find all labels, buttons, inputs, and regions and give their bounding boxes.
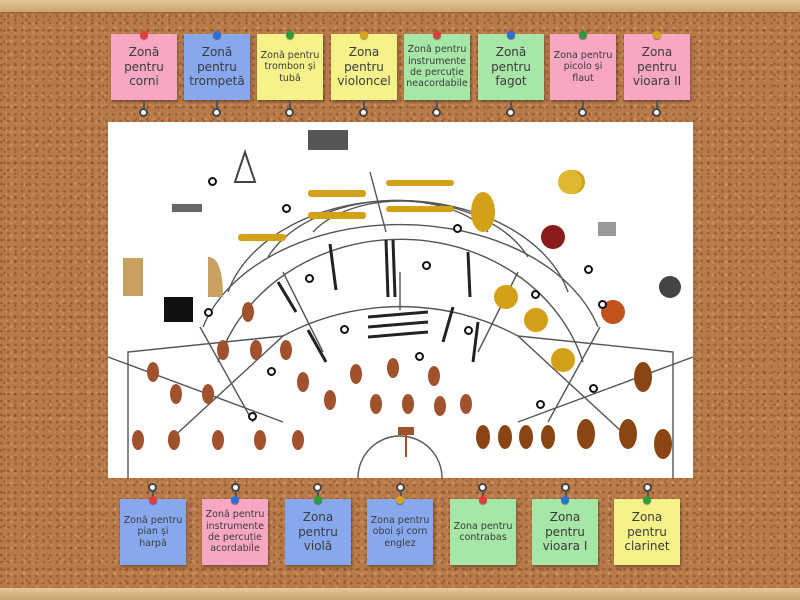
label-zona-vioara-i[interactable]: Zona pentru vioara I (532, 496, 598, 565)
label-text: Zonă pentru pian și harpă (123, 514, 183, 549)
drop-target-pin[interactable] (204, 308, 213, 317)
label-text: Zonă pentru instrumente de percuție neac… (406, 44, 468, 90)
drop-target-pin[interactable] (422, 261, 431, 270)
drop-target-pin[interactable] (267, 367, 276, 376)
label-zona-percutie-neacordabile[interactable]: Zonă pentru instrumente de percuție neac… (404, 31, 470, 100)
label-zona-clarinet[interactable]: Zona pentru clarinet (614, 496, 680, 565)
orchestra-seating-diagram (108, 122, 693, 478)
label-text: Zonă pentru fagot (491, 45, 531, 89)
drop-target-pin[interactable] (531, 290, 540, 299)
connector-stem (289, 100, 291, 110)
label-zona-picolo-flaut[interactable]: Zona pentru picolo și flaut (550, 31, 616, 100)
pushpin-icon (140, 31, 148, 39)
connector-pin (212, 108, 221, 117)
drop-target-pin[interactable] (340, 325, 349, 334)
pushpin-icon (286, 31, 294, 39)
label-text: Zona pentru vioara I (542, 510, 588, 554)
drop-target-pin[interactable] (208, 177, 217, 186)
board-frame-bottom (0, 588, 800, 600)
pushpin-icon (149, 496, 157, 504)
board-frame-top (0, 0, 800, 12)
violin-icons (132, 302, 472, 450)
connector-stem (582, 100, 584, 110)
label-text: Zona pentru picolo și flaut (553, 49, 613, 84)
drop-target-pin[interactable] (453, 224, 462, 233)
label-zona-trompeta[interactable]: Zonă pentru trompetă (184, 31, 250, 100)
connector-stem (656, 100, 658, 110)
pushpin-icon (653, 31, 661, 39)
pushpin-icon (314, 496, 322, 504)
cello-bass-icons (476, 362, 672, 459)
connector-pin (652, 108, 661, 117)
label-text: Zonă pentru trompetă (189, 45, 245, 89)
orchestra-sections-svg (108, 130, 693, 478)
drop-target-pin[interactable] (589, 384, 598, 393)
pushpin-icon (231, 496, 239, 504)
pushpin-icon (643, 496, 651, 504)
label-zona-violoncel[interactable]: Zona pentru violoncel (331, 31, 397, 100)
percussion-icons (123, 130, 681, 457)
label-text: Zona pentru violă (298, 510, 338, 554)
connector-stem (216, 100, 218, 110)
pushpin-icon (213, 31, 221, 39)
label-text: Zona pentru violoncel (337, 45, 391, 89)
drop-target-pin[interactable] (464, 326, 473, 335)
connector-pin (506, 108, 515, 117)
label-zona-percutie-acordabile[interactable]: Zonă pentru instrumente de percuție acor… (202, 496, 268, 565)
pushpin-icon (360, 31, 368, 39)
pushpin-icon (396, 496, 404, 504)
connector-pin (578, 108, 587, 117)
connector-stem (510, 100, 512, 110)
connector-pin (285, 108, 294, 117)
label-text: Zonă pentru corni (124, 45, 164, 89)
label-zona-corni[interactable]: Zonă pentru corni (111, 31, 177, 100)
drop-target-pin[interactable] (584, 265, 593, 274)
drop-target-pin[interactable] (248, 412, 257, 421)
label-zona-viola[interactable]: Zona pentru violă (285, 496, 351, 565)
pushpin-icon (507, 31, 515, 39)
pushpin-icon (479, 496, 487, 504)
drop-target-pin[interactable] (282, 204, 291, 213)
label-zona-oboi-corn-englez[interactable]: Zona pentru oboi și corn englez (367, 496, 433, 565)
connector-stem (143, 100, 145, 110)
drop-target-pin[interactable] (598, 300, 607, 309)
drop-target-pin[interactable] (536, 400, 545, 409)
connector-stem (436, 100, 438, 110)
pushpin-icon (579, 31, 587, 39)
label-text: Zona pentru clarinet (624, 510, 670, 554)
drop-target-pin[interactable] (305, 274, 314, 283)
label-zona-trombon-tuba[interactable]: Zonă pentru trombon și tubă (257, 31, 323, 100)
connector-pin (432, 108, 441, 117)
woodwind-icons (276, 239, 480, 363)
connector-stem (363, 100, 365, 110)
label-text: Zona pentru contrabas (453, 520, 513, 543)
label-text: Zona pentru vioara II (632, 45, 682, 89)
label-zona-vioara-ii[interactable]: Zona pentru vioara II (624, 31, 690, 100)
label-text: Zonă pentru trombon și tubă (260, 49, 320, 84)
connector-pin (139, 108, 148, 117)
label-text: Zona pentru oboi și corn englez (370, 514, 430, 549)
label-zona-pian-harpa[interactable]: Zonă pentru pian și harpă (120, 496, 186, 565)
pushpin-icon (433, 31, 441, 39)
connector-pin (359, 108, 368, 117)
label-text: Zonă pentru instrumente de percuție acor… (205, 509, 265, 555)
label-zona-fagot[interactable]: Zonă pentru fagot (478, 31, 544, 100)
drop-target-pin[interactable] (415, 352, 424, 361)
pushpin-icon (561, 496, 569, 504)
label-zona-contrabas[interactable]: Zona pentru contrabas (450, 496, 516, 565)
